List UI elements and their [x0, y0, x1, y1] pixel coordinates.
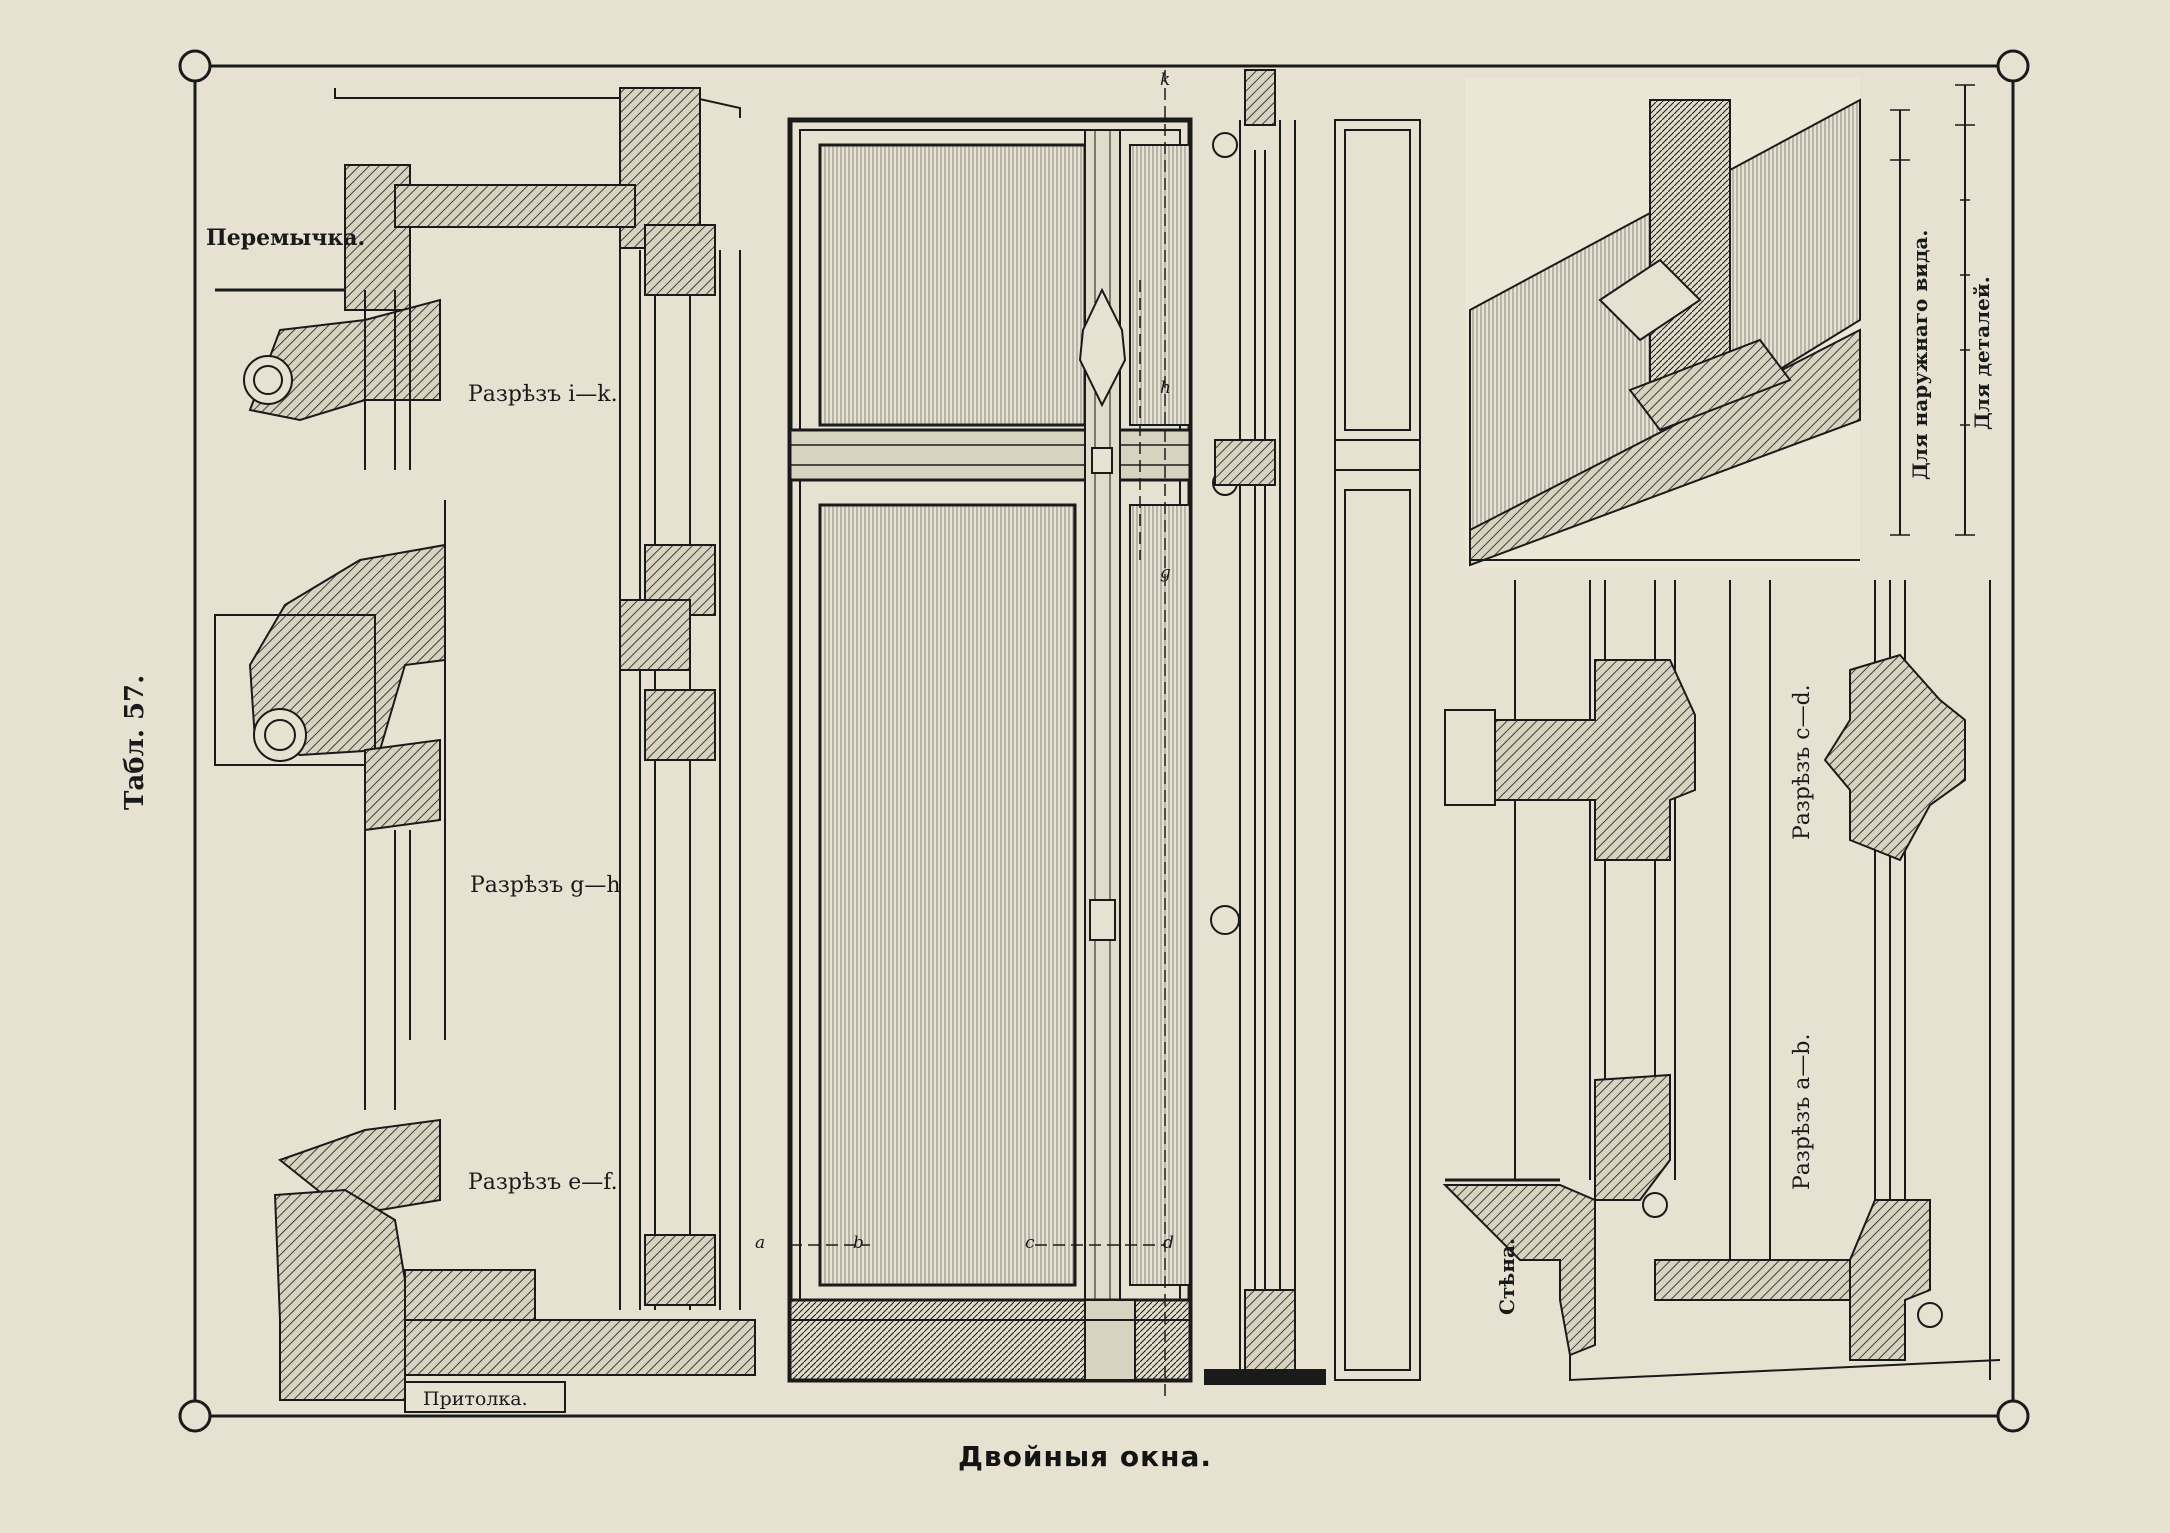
left-sections: [214, 87, 756, 1413]
cut-mark-c: c: [1025, 1233, 1035, 1253]
isometric-detail: [1465, 78, 1861, 568]
vertical-section: [1204, 69, 1421, 1385]
cut-mark-h: h: [1160, 378, 1171, 398]
cut-mark-b: b: [853, 1233, 864, 1253]
cut-mark-g: g: [1160, 563, 1171, 583]
scale-bars: [1890, 84, 1975, 536]
plate-border: [178, 49, 2030, 1433]
plate-caption: Двойныя окна.: [957, 1440, 1213, 1473]
label-scale-exterior: Для наружнаго вида.: [1908, 229, 1932, 480]
label-section-ab: Разрѣзъ a—b.: [1790, 1033, 1815, 1190]
label-section-cd: Разрѣзъ c—d.: [1790, 684, 1815, 840]
label-section-gh: Разрѣзъ g—h: [470, 873, 621, 898]
cut-mark-a: a: [755, 1233, 766, 1253]
cut-mark-k: k: [1160, 70, 1171, 90]
label-lintel: Перемычка.: [206, 225, 366, 251]
label-wall: Стѣна.: [1495, 1238, 1519, 1315]
label-jamb: Притолка.: [423, 1388, 528, 1410]
plate-number: Табл. 57.: [120, 674, 150, 810]
label-scale-details: Для деталей.: [1970, 276, 1994, 430]
label-section-ef: Разрѣзъ e—f.: [468, 1170, 618, 1195]
right-sections: [1442, 580, 2001, 1382]
label-section-ik: Разрѣзъ i—k.: [468, 382, 618, 407]
cut-mark-d: d: [1163, 1233, 1174, 1253]
window-elevation: [787, 70, 1193, 1400]
